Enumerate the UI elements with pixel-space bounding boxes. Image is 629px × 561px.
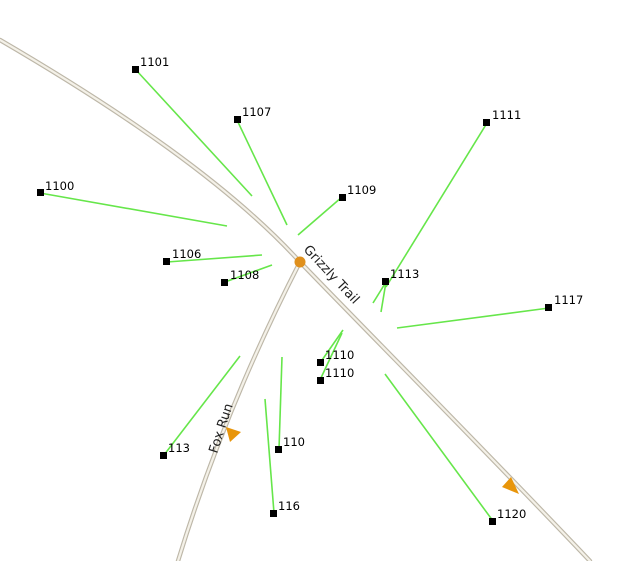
- address-point[interactable]: 1100: [37, 179, 74, 196]
- connector-lines: [39, 69, 550, 522]
- address-label: 1120: [497, 507, 526, 521]
- connector-1110a: [319, 329, 344, 364]
- address-label: 1108: [230, 268, 259, 282]
- connector-110: [278, 356, 283, 450]
- address-label: 110: [283, 435, 305, 449]
- connector-1109: [297, 196, 343, 236]
- address-point[interactable]: 110: [275, 435, 305, 453]
- address-point[interactable]: 1117: [545, 293, 583, 311]
- address-label: 1110: [325, 366, 354, 380]
- connector-1100: [39, 192, 228, 227]
- address-point[interactable]: 1107: [234, 105, 271, 123]
- address-label: 1113: [390, 267, 419, 281]
- road-fox-run[interactable]: [175, 259, 303, 561]
- address-point[interactable]: 113: [160, 441, 190, 459]
- address-point[interactable]: 116: [270, 499, 300, 517]
- connector-116: [264, 398, 275, 514]
- connector-1113b: [380, 281, 387, 313]
- address-label: 1110: [325, 348, 354, 362]
- direction-arrow-icon[interactable]: [226, 427, 241, 442]
- address-point[interactable]: 1108: [221, 268, 259, 286]
- connector-1101: [135, 69, 253, 197]
- address-point[interactable]: 1120: [489, 507, 526, 525]
- address-label: 1111: [492, 108, 521, 122]
- connector-1120: [384, 373, 494, 522]
- address-label: 1106: [172, 247, 201, 261]
- address-label: 1109: [347, 183, 376, 197]
- address-points: 1101 1107 1100 1109 1111 1106 1108 1113: [37, 55, 583, 525]
- connector-1117: [396, 307, 550, 329]
- address-point[interactable]: 1106: [163, 247, 201, 265]
- address-point[interactable]: 1113: [382, 267, 419, 285]
- address-point[interactable]: 1110: [317, 366, 354, 384]
- road-label-grizzly-trail: Grizzly Trail: [300, 242, 362, 307]
- address-label: 1100: [45, 179, 74, 193]
- address-point[interactable]: 1101: [132, 55, 169, 73]
- connector-1106: [166, 254, 263, 263]
- junction-marker[interactable]: [294, 256, 306, 268]
- address-point[interactable]: 1110: [317, 348, 354, 366]
- connector-113: [163, 355, 241, 456]
- address-point[interactable]: 1111: [483, 108, 521, 126]
- address-point[interactable]: 1109: [339, 183, 376, 201]
- connector-1113a: [372, 281, 387, 304]
- direction-arrow-icon[interactable]: [502, 477, 519, 494]
- address-label: 116: [278, 499, 300, 513]
- connector-1107: [236, 119, 288, 226]
- connector-1111: [385, 122, 488, 288]
- connector-1108: [224, 264, 273, 283]
- address-label: 113: [168, 441, 190, 455]
- address-label: 1101: [140, 55, 169, 69]
- connector-1110b: [319, 332, 343, 381]
- address-label: 1117: [554, 293, 583, 307]
- road-label-fox-run: Fox Run: [207, 402, 237, 455]
- address-label: 1107: [242, 105, 271, 119]
